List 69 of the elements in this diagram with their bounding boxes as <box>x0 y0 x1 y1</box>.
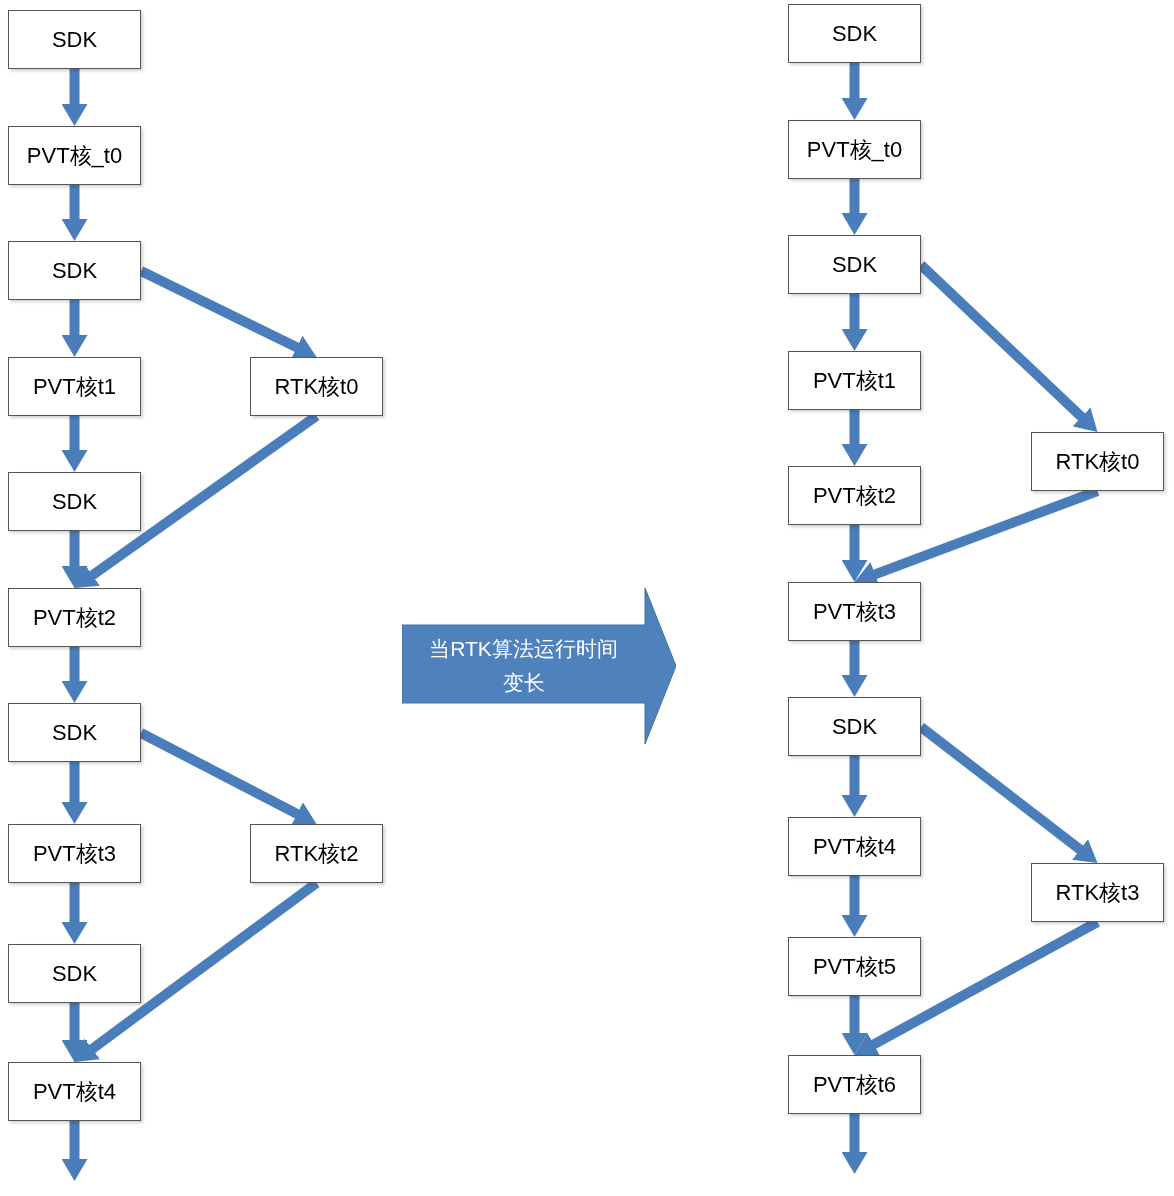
arrow <box>61 416 88 472</box>
process-box <box>250 357 383 416</box>
process-box <box>788 697 921 756</box>
process-box <box>788 937 921 996</box>
arrow <box>61 185 88 241</box>
arrow <box>841 294 868 351</box>
arrow <box>61 69 88 126</box>
box-label: PVT核_t0 <box>26 141 123 170</box>
arrow <box>841 641 868 697</box>
arrow <box>61 531 88 588</box>
process-box <box>8 10 141 69</box>
box-label: PVT核t2 <box>812 481 897 510</box>
process-box <box>788 235 921 294</box>
box-label: SDK <box>831 713 878 740</box>
process-box <box>788 351 921 410</box>
box-label: SDK <box>51 960 98 987</box>
box-label: RTK核t3 <box>1055 878 1140 907</box>
process-box <box>8 241 141 300</box>
arrow <box>841 876 868 937</box>
arrow <box>61 300 88 357</box>
process-box <box>788 4 921 63</box>
process-box <box>788 817 921 876</box>
box-label: RTK核t0 <box>274 372 359 401</box>
process-box <box>1031 432 1164 491</box>
process-box <box>8 126 141 185</box>
process-box <box>788 582 921 641</box>
process-box <box>8 703 141 762</box>
box-label: SDK <box>51 257 98 284</box>
box-label: PVT核t5 <box>812 952 897 981</box>
box-label: RTK核t0 <box>1055 447 1140 476</box>
box-label: RTK核t2 <box>274 839 359 868</box>
box-label: PVT核t3 <box>32 839 117 868</box>
box-label: PVT核t4 <box>32 1077 117 1106</box>
arrow <box>841 1114 868 1174</box>
process-box <box>788 466 921 525</box>
arrow <box>61 883 88 944</box>
arrow <box>841 179 868 235</box>
box-label: PVT核t1 <box>812 366 897 395</box>
box-label: SDK <box>51 488 98 515</box>
process-box <box>1031 863 1164 922</box>
arrow <box>841 756 868 817</box>
arrow <box>841 63 868 120</box>
box-label: SDK <box>831 20 878 47</box>
arrow <box>841 996 868 1055</box>
process-box <box>788 120 921 179</box>
arrow-label: 当RTK算法运行时间变长 <box>428 636 619 696</box>
arrow <box>841 525 868 582</box>
process-box <box>8 472 141 531</box>
arrow <box>61 762 88 824</box>
box-label: PVT核t6 <box>812 1070 897 1099</box>
process-box <box>250 824 383 883</box>
process-box <box>788 1055 921 1114</box>
box-label: PVT核t1 <box>32 372 117 401</box>
box-label: SDK <box>51 719 98 746</box>
arrow <box>61 647 88 703</box>
box-label: SDK <box>831 251 878 278</box>
process-box <box>8 824 141 883</box>
box-label: SDK <box>51 26 98 53</box>
process-box <box>8 1062 141 1121</box>
box-label: PVT核_t0 <box>806 135 903 164</box>
box-label: PVT核t3 <box>812 597 897 626</box>
process-box <box>8 944 141 1003</box>
arrow <box>61 1003 88 1062</box>
process-box <box>8 588 141 647</box>
box-label: PVT核t4 <box>812 832 897 861</box>
arrow <box>61 1121 88 1181</box>
arrow <box>841 410 868 466</box>
process-box <box>8 357 141 416</box>
box-label: PVT核t2 <box>32 603 117 632</box>
